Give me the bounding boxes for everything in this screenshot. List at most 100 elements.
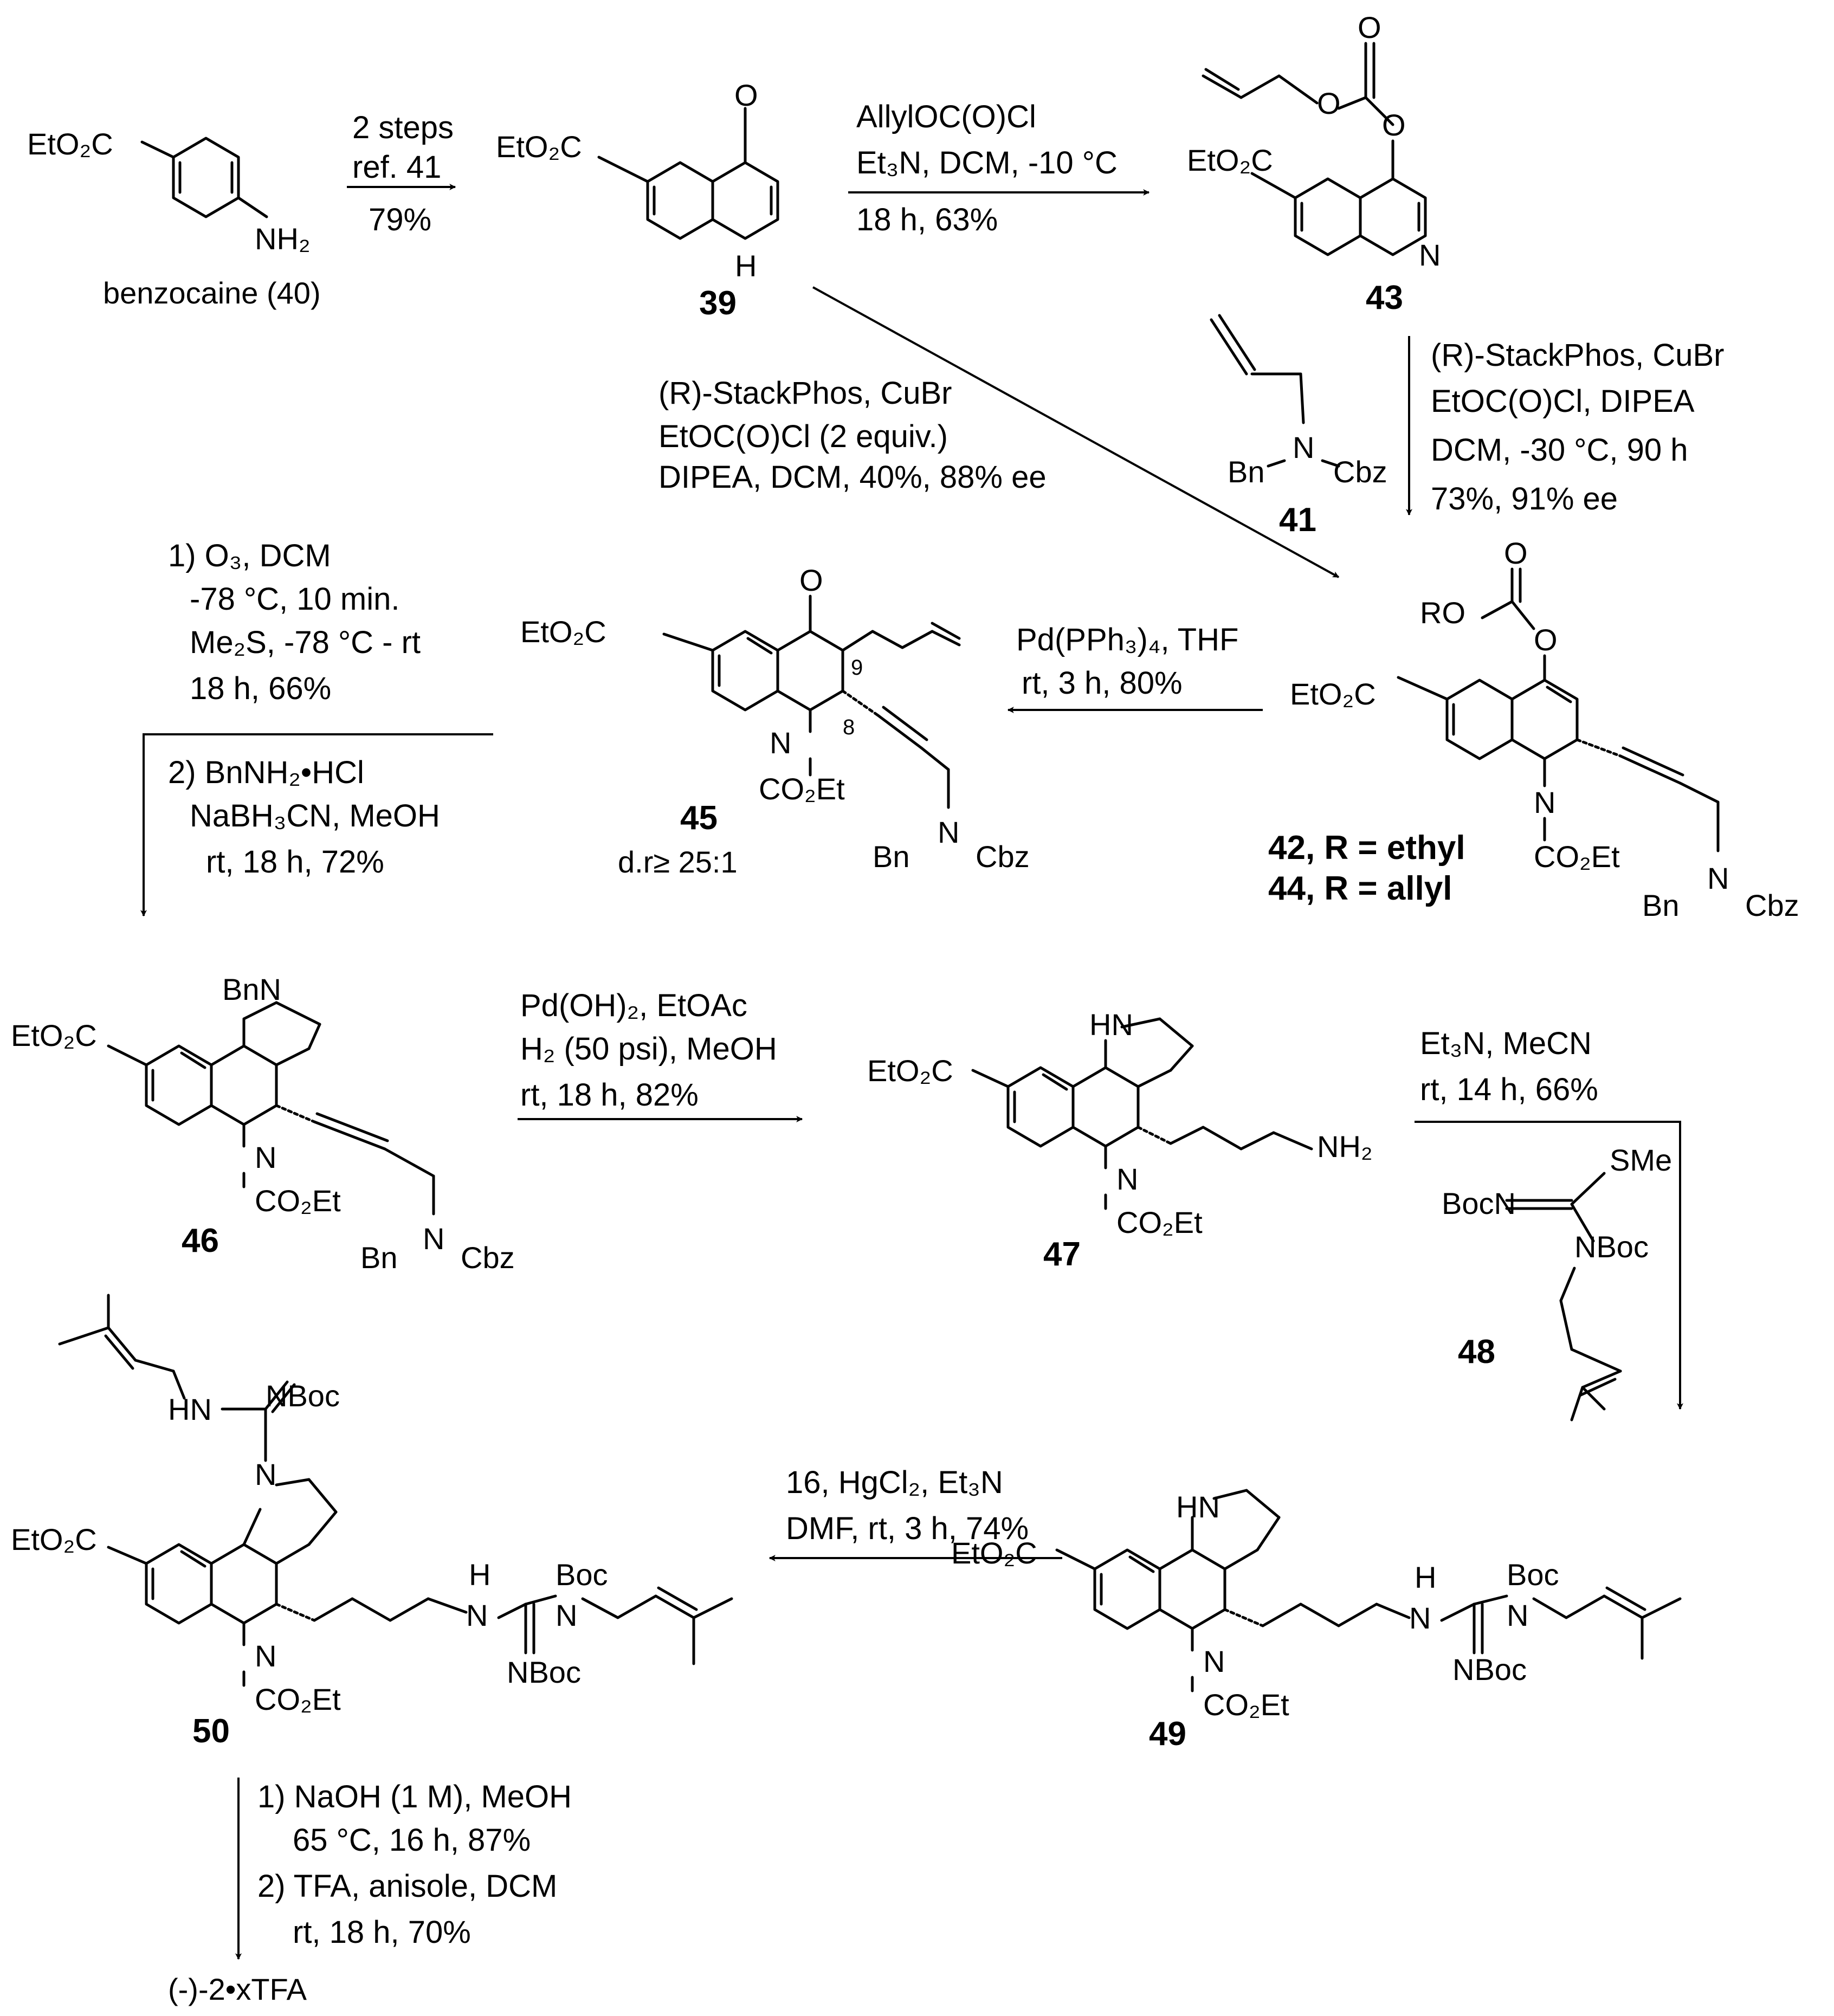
compound-number-46: 46: [182, 1222, 219, 1259]
condition-line: Et₃N, MeCN: [1420, 1026, 1592, 1061]
compound-48: BocN SMe NBoc 48: [1442, 1143, 1672, 1421]
bnn-label: BnN: [222, 972, 281, 1006]
benzocaine-ester-label: EtO₂C: [27, 127, 113, 161]
condition-line: rt, 18 h, 82%: [520, 1077, 699, 1113]
condition-line: (R)-StackPhos, CuBr: [1431, 338, 1724, 373]
condition-line: rt, 18 h, 72%: [206, 844, 384, 880]
condition-line: 16, HgCl₂, Et₃N: [786, 1465, 1003, 1500]
n-label: N: [255, 1140, 276, 1174]
ether-o-label: O: [1382, 108, 1406, 142]
condition-line: DIPEA, DCM, 40%, 88% ee: [658, 460, 1047, 495]
n-label: N: [1293, 430, 1314, 464]
position-8-label: 8: [843, 715, 855, 739]
condition-line: 65 °C, 16 h, 87%: [293, 1823, 531, 1858]
conditions-step8: Et₃N, MeCN rt, 14 h, 66%: [1420, 1026, 1598, 1107]
cbz-label: Cbz: [1333, 455, 1387, 489]
compound-label-44: 44, R = allyl: [1268, 870, 1452, 907]
condition-line: (R)-StackPhos, CuBr: [658, 376, 952, 411]
n-label: N: [1409, 1601, 1431, 1635]
ester-label: EtO₂C: [951, 1536, 1037, 1570]
condition-line: 1) O₃, DCM: [168, 538, 331, 573]
n-label: N: [556, 1598, 577, 1632]
conditions-step4: (R)-StackPhos, CuBr EtOC(O)Cl, DIPEA DCM…: [1431, 338, 1724, 516]
position-9-label: 9: [851, 656, 863, 680]
conditions-step6: 1) O₃, DCM -78 °C, 10 min. Me₂S, -78 °C …: [168, 538, 440, 880]
nh-label: H: [735, 249, 757, 283]
condition-line: 2 steps: [352, 110, 454, 145]
n-label: N: [770, 726, 791, 760]
nboc-label: NBoc: [1452, 1652, 1527, 1687]
ro-label: RO: [1420, 596, 1465, 630]
condition-line: 2) BnNH₂•HCl: [168, 755, 364, 790]
benzocaine-amine-label: NH₂: [255, 222, 311, 256]
carbamate-label: CO₂Et: [1534, 839, 1620, 874]
compound-50: NBoc HN N EtO₂C H N Boc N NBoc N CO₂Et 5…: [11, 1294, 733, 1750]
oxo-label: O: [734, 78, 758, 112]
compound-41: N Bn Cbz 41: [1210, 314, 1387, 539]
carbamate-label: CO₂Et: [1116, 1205, 1203, 1239]
hn-label: HN: [168, 1392, 212, 1426]
condition-line: Pd(PPh₃)₄, THF: [1016, 622, 1238, 657]
ester-label: EtO₂C: [11, 1522, 97, 1556]
arrow-47-to-49: [1415, 1121, 1683, 1410]
condition-line: Et₃N, DCM, -10 °C: [856, 145, 1118, 180]
compound-number-48: 48: [1458, 1333, 1495, 1371]
bocn-label: BocN: [1442, 1186, 1516, 1220]
compound-number-50: 50: [192, 1713, 230, 1750]
ester-label: EtO₂C: [1290, 677, 1376, 711]
n-label: N: [255, 1639, 276, 1673]
arrow-39-to-42: [812, 286, 1340, 578]
compound-label-42: 42, R = ethyl: [1268, 829, 1465, 867]
nh2-label: NH₂: [1317, 1129, 1373, 1164]
n-label: N: [1116, 1162, 1138, 1196]
bn-label: Bn: [360, 1240, 398, 1275]
conditions-step9: 16, HgCl₂, Et₃N DMF, rt, 3 h, 74%: [786, 1465, 1029, 1546]
conditions-step2: AllylOC(O)Cl Et₃N, DCM, -10 °C 18 h, 63%: [856, 99, 1118, 237]
condition-line: EtOC(O)Cl, DIPEA: [1431, 384, 1695, 419]
condition-line: NaBH₃CN, MeOH: [190, 798, 440, 833]
compound-39: O EtO₂C H 39: [496, 78, 779, 322]
n-label: N: [423, 1222, 444, 1256]
h-label: H: [1415, 1560, 1436, 1594]
carbamate-label: CO₂Et: [255, 1682, 341, 1716]
condition-line: 79%: [369, 202, 431, 237]
n-label: N: [1707, 861, 1729, 895]
condition-line: ref. 41: [352, 150, 441, 185]
benzocaine-name: benzocaine (40): [103, 276, 321, 310]
hn-label: HN: [1089, 1007, 1133, 1042]
bn-label: Bn: [1642, 888, 1680, 922]
condition-line: 18 h, 63%: [856, 202, 998, 237]
n-label: N: [1534, 785, 1555, 819]
diastereomeric-ratio: d.r≥ 25:1: [618, 845, 738, 879]
n-label: N: [1507, 1598, 1528, 1632]
condition-line: rt, 3 h, 80%: [1022, 665, 1183, 701]
condition-line: rt, 18 h, 70%: [293, 1915, 471, 1950]
nboc-label: NBoc: [266, 1379, 340, 1413]
condition-line: 1) NaOH (1 M), MeOH: [257, 1779, 572, 1814]
ester-label: EtO₂C: [11, 1018, 97, 1052]
conditions-step3: (R)-StackPhos, CuBr EtOC(O)Cl (2 equiv.)…: [658, 376, 1047, 495]
compound-number-43: 43: [1366, 279, 1403, 316]
conditions-step1: 2 steps ref. 41 79%: [352, 110, 454, 237]
ether-o-label: O: [1317, 86, 1341, 120]
condition-line: 2) TFA, anisole, DCM: [257, 1869, 557, 1904]
hn-label: HN: [1176, 1490, 1220, 1524]
conditions-step5: Pd(PPh₃)₄, THF rt, 3 h, 80%: [1016, 622, 1238, 701]
n-label: N: [938, 815, 959, 849]
carbamate-label: CO₂Et: [1203, 1688, 1289, 1722]
compound-49: HN EtO₂C H N Boc N NBoc N CO₂Et 49: [951, 1489, 1682, 1753]
compound-number-45: 45: [680, 799, 718, 837]
ester-label: EtO₂C: [496, 130, 582, 164]
carbamate-label: CO₂Et: [255, 1184, 341, 1218]
condition-line: rt, 14 h, 66%: [1420, 1072, 1598, 1107]
condition-line: DMF, rt, 3 h, 74%: [786, 1511, 1029, 1546]
condition-line: Me₂S, -78 °C - rt: [190, 625, 421, 660]
nboc-label: NBoc: [507, 1655, 581, 1689]
arrow-45-to-46: [140, 733, 493, 917]
bn-label: Bn: [1228, 455, 1265, 489]
boc-label: Boc: [1507, 1558, 1559, 1592]
condition-line: 73%, 91% ee: [1431, 481, 1618, 516]
carbonyl-o-label: O: [1358, 10, 1381, 44]
compound-number-39: 39: [699, 285, 737, 322]
